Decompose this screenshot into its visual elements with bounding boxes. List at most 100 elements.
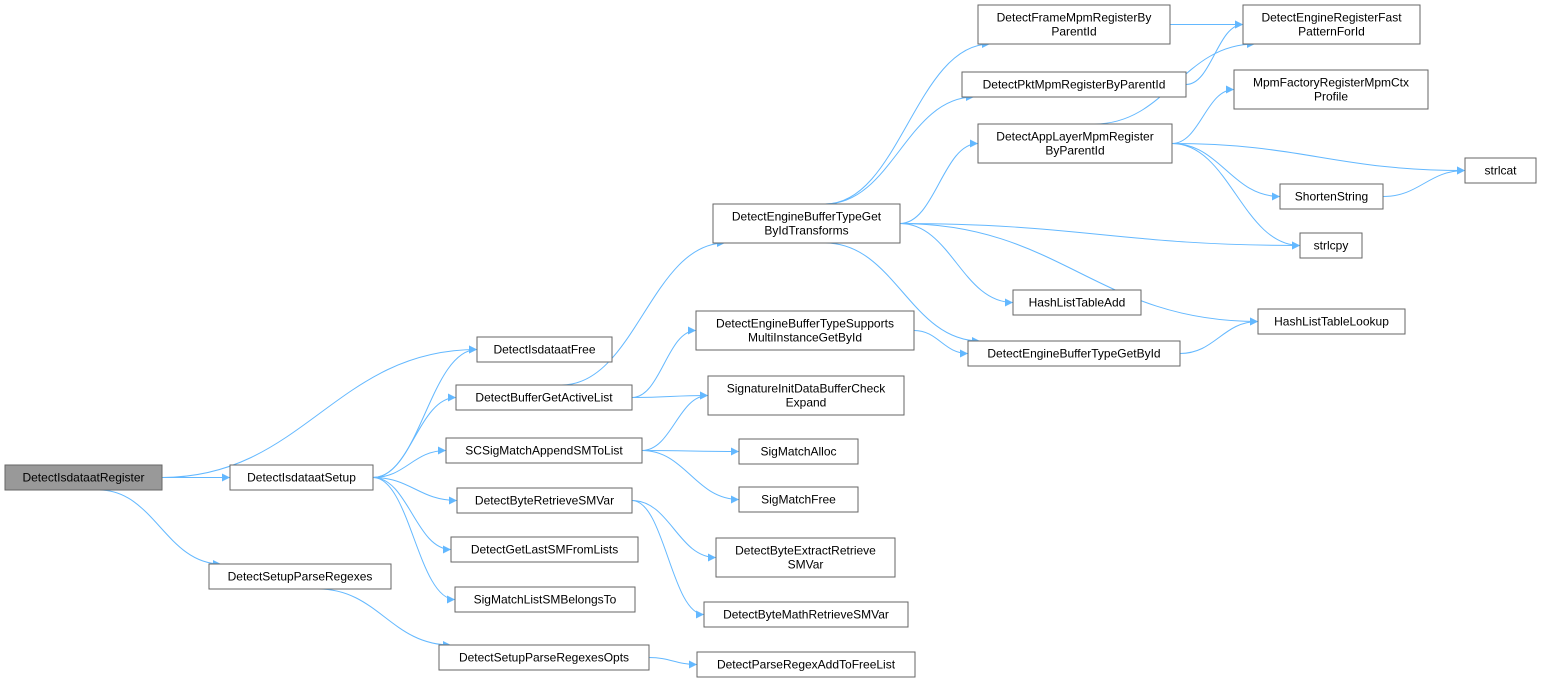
node-box (977, 123, 1173, 164)
node-box (1299, 232, 1363, 259)
node-box (696, 651, 916, 678)
node-byteretrieve[interactable]: DetectByteRetrieveSMVar (456, 487, 633, 514)
node-multiinstance[interactable]: DetectEngineBufferTypeSupportsMultiInsta… (695, 310, 915, 351)
node-label: SigMatchListSMBelongsTo (474, 593, 617, 607)
node-label: DetectFrameMpmRegisterBy (997, 11, 1152, 25)
edge-activelist-to-transforms (561, 239, 726, 386)
node-box (1242, 4, 1421, 45)
node-label: DetectByteRetrieveSMVar (475, 494, 614, 508)
node-label: DetectByteMathRetrieveSMVar (723, 608, 889, 622)
edge-transforms-to-hashlookup (899, 223, 1259, 326)
edge-byteretrieve-to-byteextract (631, 500, 717, 562)
node-label: DetectEngineBufferTypeGetById (987, 347, 1160, 361)
node-box (695, 310, 915, 351)
node-strlcat[interactable]: strlcat (1464, 157, 1537, 184)
edge-applayer-to-shorten (1171, 143, 1281, 201)
node-box (438, 644, 650, 671)
node-root[interactable]: DetectIsdataatRegister (4, 464, 163, 491)
node-smbelongs[interactable]: SigMatchListSMBelongsTo (454, 586, 636, 613)
node-pktmpm[interactable]: DetectPktMpmRegisterByParentId (961, 71, 1187, 98)
edge-activelist-to-bufcheck (631, 391, 709, 400)
node-box (208, 563, 392, 590)
node-label: ByParentId (1045, 144, 1104, 158)
node-box (977, 4, 1171, 45)
node-label: HashListTableLookup (1274, 315, 1389, 329)
node-hashadd[interactable]: HashListTableAdd (1012, 289, 1142, 316)
node-label: ByIdTransforms (764, 224, 848, 238)
node-label: ParentId (1051, 25, 1096, 39)
edge-root-to-setupregex (99, 489, 222, 568)
node-label: DetectEngineBufferTypeGet (732, 210, 882, 224)
edge-appendsm-to-bufcheck (641, 391, 709, 451)
node-label: DetectGetLastSMFromLists (471, 543, 618, 557)
node-label: MultiInstanceGetById (748, 331, 862, 345)
edge-setupregex-to-regexopts (318, 588, 452, 649)
node-label: Expand (786, 396, 827, 410)
node-label: DetectEngineBufferTypeSupports (716, 317, 894, 331)
node-box (715, 537, 896, 578)
node-box (967, 340, 1181, 367)
edge-byteretrieve-to-bytemath (631, 500, 705, 619)
node-box (450, 536, 639, 563)
node-getbyid[interactable]: DetectEngineBufferTypeGetById (967, 340, 1181, 367)
node-box (476, 336, 613, 363)
node-label: ShortenString (1295, 190, 1368, 204)
edge-root-to-free (161, 345, 478, 478)
node-activelist[interactable]: DetectBufferGetActiveList (455, 384, 633, 411)
node-regexopts[interactable]: DetectSetupParseRegexesOpts (438, 644, 650, 671)
node-box (454, 586, 636, 613)
node-label: DetectEngineRegisterFast (1261, 11, 1402, 25)
edge-transforms-to-applayer (899, 139, 979, 224)
node-label: PatternForId (1298, 25, 1365, 39)
edge-appendsm-to-smalloc (641, 447, 740, 456)
edge-setup-to-activelist (372, 393, 457, 478)
edges-layer (99, 20, 1466, 669)
node-label: Profile (1314, 90, 1348, 104)
node-shorten[interactable]: ShortenString (1279, 183, 1384, 210)
node-smalloc[interactable]: SigMatchAlloc (738, 438, 859, 465)
node-box (1012, 289, 1142, 316)
edge-transforms-to-framempm (825, 40, 991, 205)
node-label: DetectSetupParseRegexesOpts (459, 651, 629, 665)
edge-transforms-to-hashadd (899, 223, 1014, 307)
edge-transforms-to-pktmpm (825, 93, 975, 205)
node-label: SMVar (788, 558, 824, 572)
edge-transforms-to-getbyid (825, 242, 981, 345)
node-getlastsm[interactable]: DetectGetLastSMFromLists (450, 536, 639, 563)
edge-regexopts-to-freelist (648, 657, 698, 669)
node-setupregex[interactable]: DetectSetupParseRegexes (208, 563, 392, 590)
node-label: SCSigMatchAppendSMToList (465, 444, 623, 458)
edge-activelist-to-multiinstance (631, 326, 697, 398)
node-label: DetectIsdataatRegister (22, 471, 144, 485)
node-bytemath[interactable]: DetectByteMathRetrieveSMVar (703, 601, 909, 628)
node-appendsm[interactable]: SCSigMatchAppendSMToList (445, 437, 643, 464)
node-hashlookup[interactable]: HashListTableLookup (1257, 308, 1406, 335)
edge-applayer-to-strlcat (1171, 143, 1466, 175)
node-label: strlcat (1484, 164, 1517, 178)
edge-pktmpm-to-fastpattern (1185, 20, 1244, 85)
edge-multiinstance-to-getbyid (913, 330, 969, 358)
node-label: SigMatchFree (761, 493, 836, 507)
node-freelist[interactable]: DetectParseRegexAddToFreeList (696, 651, 916, 678)
edge-setup-to-smbelongs (372, 477, 456, 604)
node-strlcpy[interactable]: strlcpy (1299, 232, 1363, 259)
node-box (1233, 69, 1429, 110)
node-box (445, 437, 643, 464)
node-smfree[interactable]: SigMatchFree (738, 486, 859, 513)
node-label: HashListTableAdd (1029, 296, 1126, 310)
node-setup[interactable]: DetectIsdataatSetup (229, 464, 374, 491)
node-label: DetectBufferGetActiveList (475, 391, 613, 405)
node-label: DetectIsdataatSetup (247, 471, 356, 485)
node-label: DetectPktMpmRegisterByParentId (983, 78, 1166, 92)
node-free[interactable]: DetectIsdataatFree (476, 336, 613, 363)
node-label: DetectAppLayerMpmRegister (996, 130, 1153, 144)
edge-setup-to-byteretrieve (372, 477, 458, 505)
